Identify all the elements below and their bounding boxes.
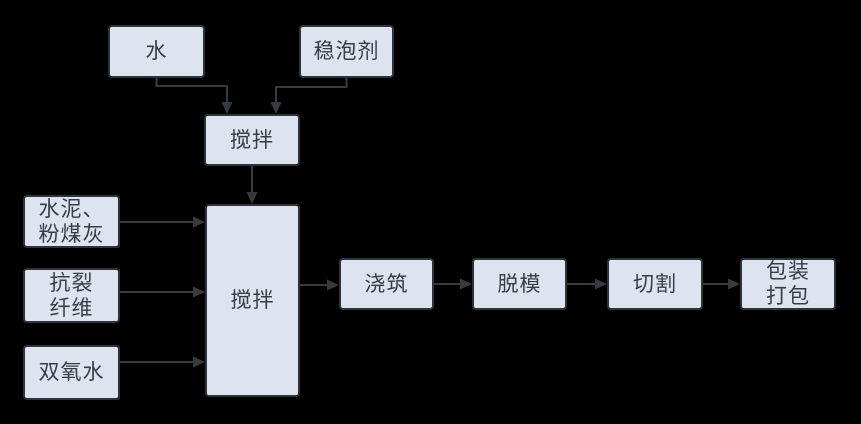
- node-anti-crack-fiber-label: 抗裂 纤维: [49, 270, 94, 320]
- node-demolding-label: 脱模: [497, 271, 542, 296]
- node-cutting: 切割: [607, 258, 703, 310]
- node-packing: 包装 打包: [740, 258, 836, 310]
- node-cutting-label: 切割: [633, 271, 677, 296]
- node-foam-stabilizer-label: 稳泡剂: [313, 39, 380, 63]
- node-foam-stabilizer: 稳泡剂: [299, 25, 394, 78]
- node-water: 水: [108, 25, 205, 78]
- node-mixing-1-label: 搅拌: [230, 127, 274, 152]
- node-mixing-1: 搅拌: [204, 114, 300, 166]
- node-demolding: 脱模: [472, 258, 567, 310]
- node-cement-fly-ash-label: 水泥、 粉煤灰: [38, 196, 105, 246]
- node-water-label: 水: [145, 39, 168, 63]
- node-pouring-label: 浇筑: [364, 271, 409, 296]
- node-mixing-2-label: 搅拌: [230, 288, 275, 312]
- node-hydrogen-peroxide-label: 双氧水: [38, 360, 105, 384]
- node-pouring: 浇筑: [339, 258, 434, 310]
- edge-water-to-mixing-1: [155, 78, 233, 114]
- node-packing-label: 包装 打包: [766, 259, 810, 308]
- node-mixing-2: 搅拌: [205, 204, 300, 397]
- edge-foam-stabilizer-to-mixing-1: [270, 78, 348, 114]
- node-cement-fly-ash: 水泥、 粉煤灰: [23, 195, 120, 248]
- node-hydrogen-peroxide: 双氧水: [23, 345, 120, 400]
- node-anti-crack-fiber: 抗裂 纤维: [23, 268, 120, 323]
